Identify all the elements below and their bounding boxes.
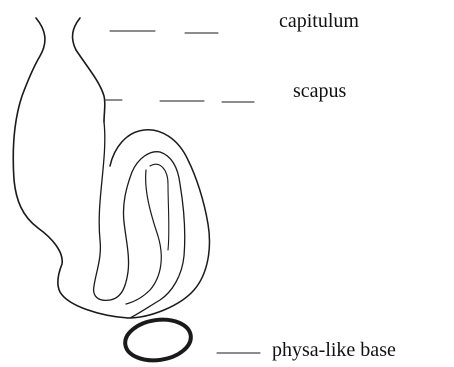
label-scapus: scapus: [293, 80, 346, 102]
leader-line-capitulum: [110, 31, 218, 33]
label-physa-base: physa-like base: [272, 339, 396, 361]
leader-line-scapus: [106, 100, 254, 102]
capitulum-right-outline: [73, 18, 105, 122]
label-capitulum: capitulum: [279, 10, 359, 32]
scapus-inner-fold-2: [150, 164, 169, 250]
capitulum-left-outline: [13, 18, 128, 318]
physa-base-outline: [123, 316, 194, 365]
scapus-outer-right: [110, 130, 209, 318]
scapus-inner-fold: [126, 170, 161, 304]
scapus-inner-right: [123, 152, 184, 318]
